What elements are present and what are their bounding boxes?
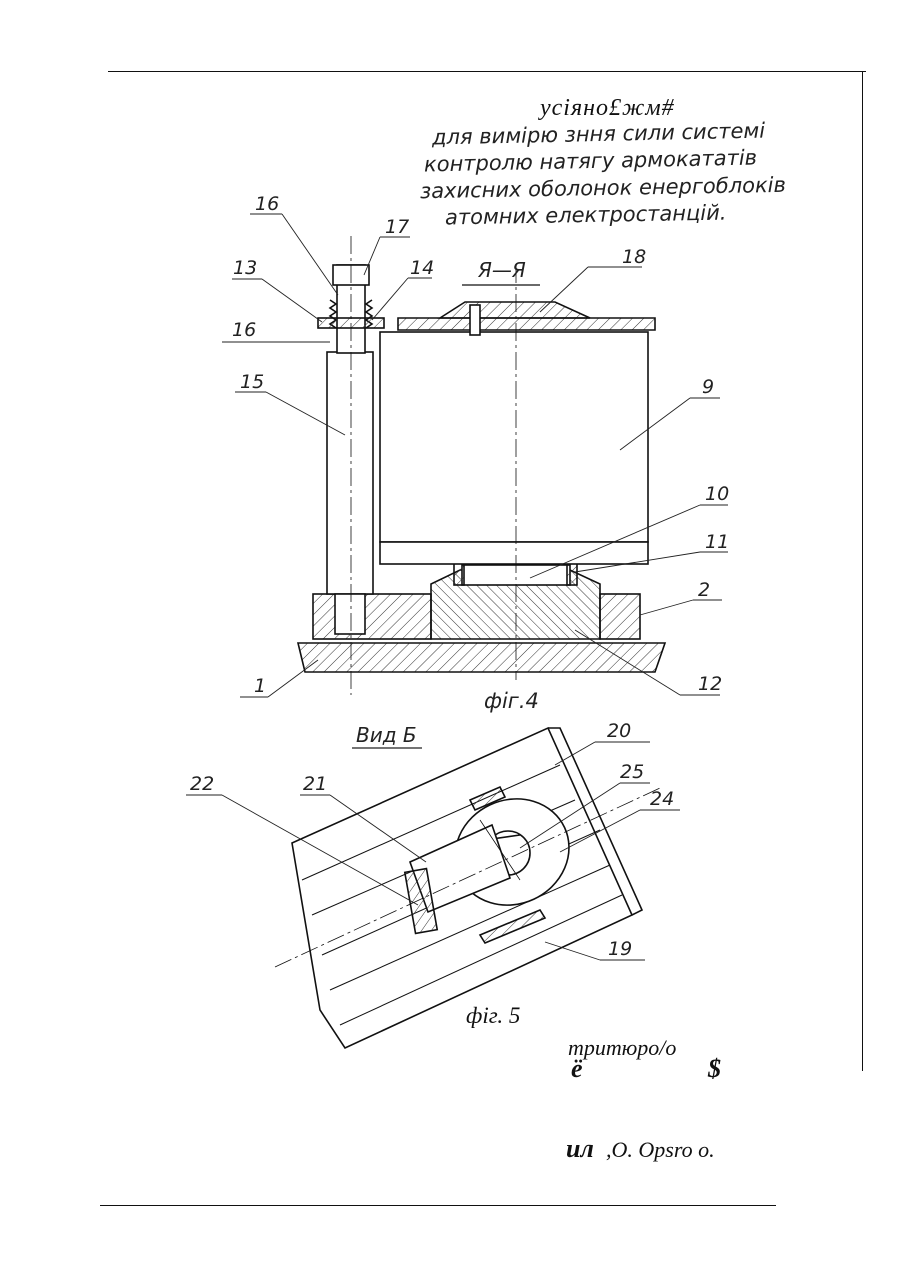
callout-25: 25 (620, 761, 644, 783)
fig4-drawing (298, 236, 665, 695)
fig5-drawing (275, 728, 660, 1048)
callout-22: 22 (190, 773, 214, 795)
callout-9: 9 (702, 376, 714, 398)
callout-13: 13 (233, 257, 257, 279)
callout-12: 12 (698, 673, 722, 695)
callout-14: 14 (410, 257, 434, 279)
footer-mark-left: ё (571, 1054, 583, 1084)
callout-18: 18 (622, 246, 646, 268)
footer-signature-text: ,О. Opsro о. (606, 1137, 715, 1163)
footer-signature-bold: ил (566, 1134, 594, 1164)
callout-15: 15 (240, 371, 264, 393)
callout-17: 17 (385, 216, 409, 238)
callout-16-bottom: 16 (232, 319, 256, 341)
callout-20: 20 (607, 720, 631, 742)
callout-16-top: 16 (255, 193, 279, 215)
callout-2: 2 (698, 579, 710, 601)
callout-19: 19 (608, 938, 632, 960)
callout-1: 1 (254, 675, 266, 697)
fig5-label: фіг. 5 (466, 1003, 520, 1029)
footer-line1: тритюро/о (568, 1035, 676, 1061)
section-label: Я—Я (477, 258, 526, 282)
callout-21: 21 (303, 773, 327, 795)
footer-mark-right: $ (708, 1054, 721, 1084)
fig4-label: фіг.4 (484, 689, 539, 713)
callout-11: 11 (705, 531, 729, 553)
callout-10: 10 (705, 483, 729, 505)
callout-24: 24 (650, 788, 674, 810)
view-label: Вид Б (356, 723, 417, 747)
